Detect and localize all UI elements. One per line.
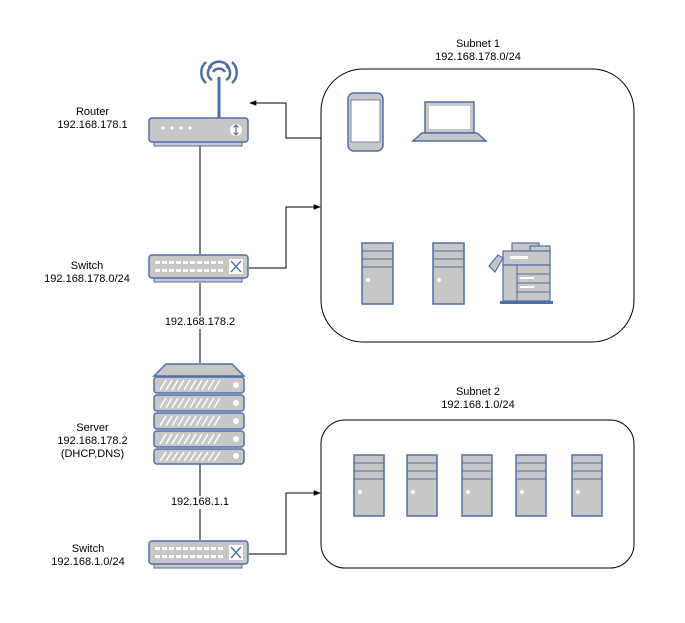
tower-pc-icon xyxy=(432,242,465,305)
subnet1-container xyxy=(320,68,635,343)
router-ip: 192.168.178.1 xyxy=(57,119,128,131)
switch1-ip: 192.168.178.0/24 xyxy=(44,273,130,285)
subnet2-ip: 192.168.1.0/24 xyxy=(441,399,515,411)
switch2-ip: 192.168.1.0/24 xyxy=(51,556,125,568)
tower-pc-icon xyxy=(571,454,603,517)
arrow-switch2-to-subnet2 xyxy=(249,490,321,555)
network-switch-icon xyxy=(148,254,249,283)
network-switch-icon xyxy=(148,540,249,569)
tower-pc-icon xyxy=(353,454,385,517)
switch2-label: Switch 192.168.1.0/24 xyxy=(34,543,142,569)
wifi-router-icon xyxy=(148,60,249,147)
link2-ip: 192.168.1.1 xyxy=(169,496,231,509)
subnet2-name: Subnet 2 xyxy=(455,386,501,398)
server-rack-icon xyxy=(152,363,246,465)
link1-ip: 192.168.178.2 xyxy=(163,316,237,329)
switch1-name: Switch xyxy=(70,260,104,272)
server-services: (DHCP,DNS) xyxy=(60,448,125,460)
smartphone-icon xyxy=(347,92,384,152)
tower-pc-icon xyxy=(406,454,438,517)
subnet2-title: Subnet 2 192.168.1.0/24 xyxy=(418,386,538,412)
server-label: Server 192.168.178.2 (DHCP,DNS) xyxy=(40,422,145,461)
subnet1-ip: 192.168.178.0/24 xyxy=(435,51,521,63)
subnet1-title: Subnet 1 192.168.178.0/24 xyxy=(418,38,538,64)
printer-icon xyxy=(488,242,553,304)
tower-pc-icon xyxy=(515,454,547,517)
tower-pc-icon xyxy=(461,454,493,517)
link1-label: 192.168.178.2 xyxy=(150,316,250,329)
arrow-subnet1-to-router xyxy=(249,100,321,139)
server-name: Server xyxy=(76,422,109,434)
router-label: Router 192.168.178.1 xyxy=(40,106,145,132)
arrow-switch1-to-subnet1 xyxy=(249,204,321,269)
switch1-label: Switch 192.168.178.0/24 xyxy=(28,260,146,286)
switch2-name: Switch xyxy=(71,543,105,555)
server-ip: 192.168.178.2 xyxy=(57,435,128,447)
router-name: Router xyxy=(75,106,110,118)
laptop-icon xyxy=(411,101,488,142)
link2-label: 192.168.1.1 xyxy=(150,496,250,509)
subnet1-name: Subnet 1 xyxy=(455,38,501,50)
tower-pc-icon xyxy=(361,242,394,305)
